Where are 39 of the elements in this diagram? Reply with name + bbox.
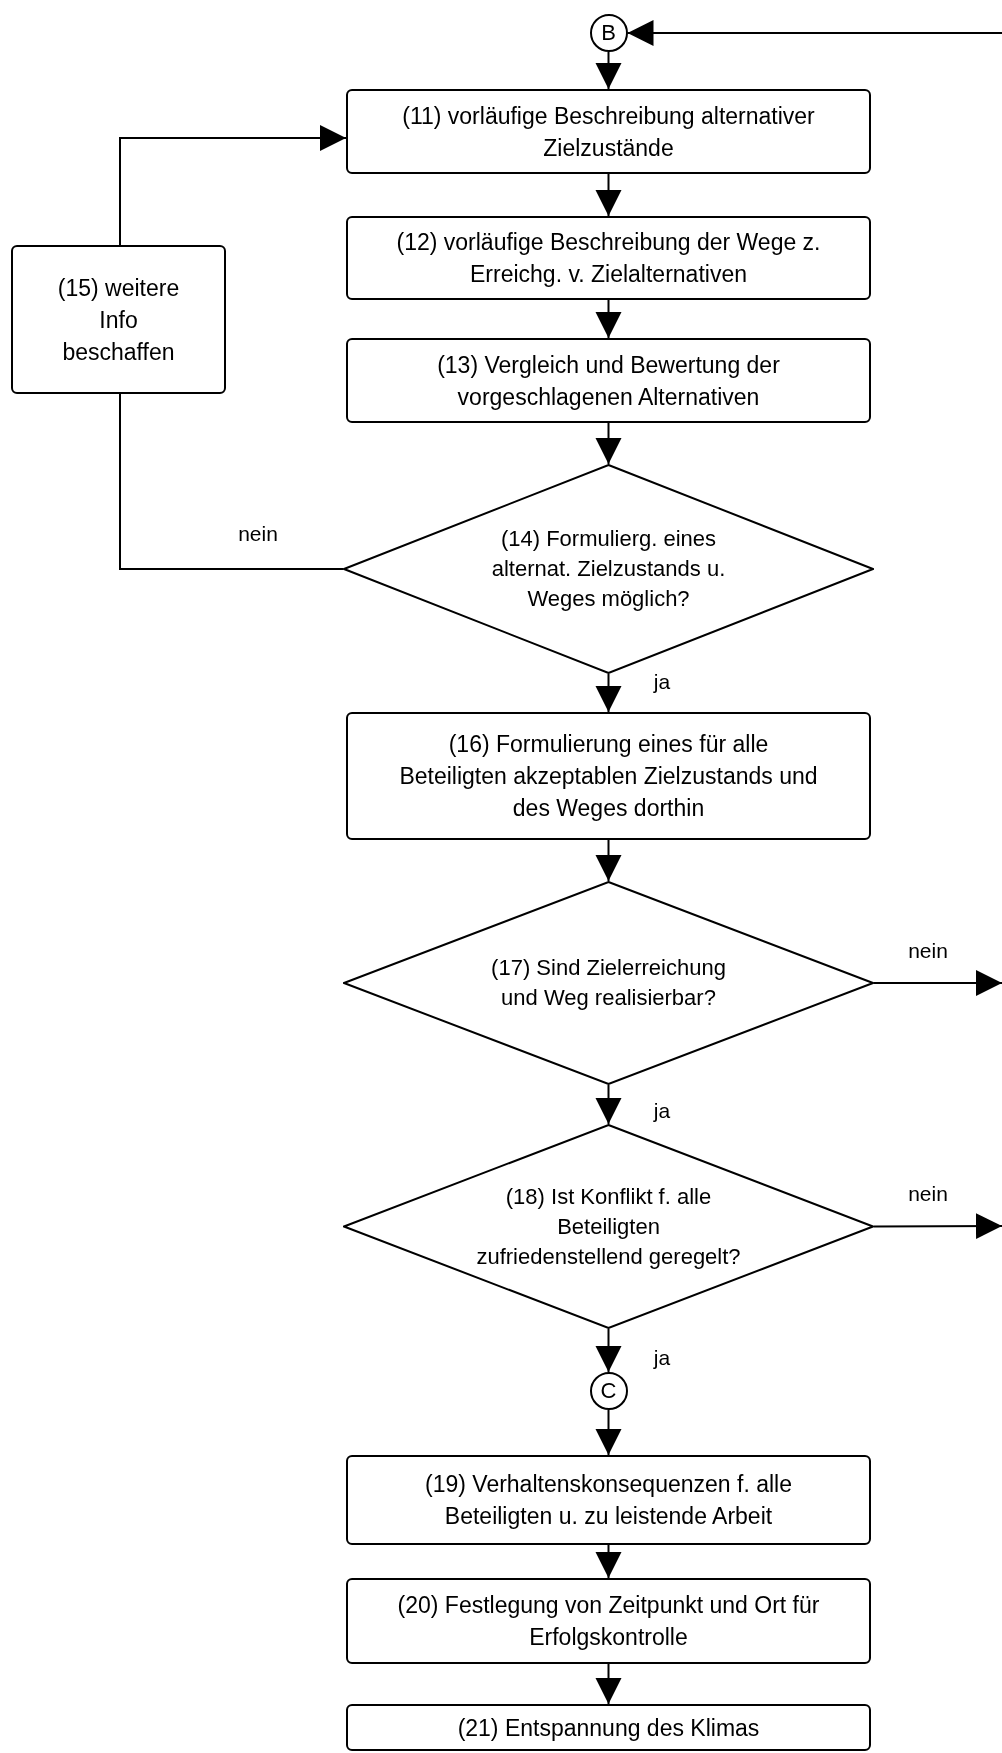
process-box: [11, 245, 226, 394]
process-box: [346, 338, 871, 423]
process-text: (16) Formulierung eines für alle Beteiligten akzeptablen Zielzustands und des Weges dorthin: [398, 730, 819, 823]
decision-text: (14) Formulierg. eines alternat. Zielzustands u. Weges möglich?: [490, 525, 727, 613]
process-text: (15) weitere Info beschaffen: [56, 273, 181, 367]
process-text: (20) Festlegung von Zeitpunkt und Ort für Erfolgskontrolle: [396, 1591, 821, 1652]
arrow: [595, 299, 622, 339]
arrow: [595, 422, 622, 465]
decision-text: (18) Ist Konflikt f. alle Beteiligten zufriedenstellend geregelt?: [475, 1182, 742, 1271]
process-box: [346, 216, 871, 300]
process-text: (13) Vergleich und Bewertung der vorgeschlagenen Alternativen: [436, 350, 781, 412]
arrow: [595, 1409, 622, 1456]
arrow: [595, 173, 622, 217]
arrow: [595, 839, 622, 882]
arrow: [873, 970, 1002, 996]
arrow: [595, 1544, 622, 1579]
arrow: [595, 673, 622, 713]
process-text: (21) Entspannung des Klimas: [457, 1713, 760, 1743]
process-box: [346, 712, 871, 840]
decision-diamond: [343, 1124, 874, 1329]
arrow: [119, 125, 347, 246]
arrow: [595, 1328, 622, 1373]
process-box: [346, 89, 871, 174]
decision-diamond: [343, 464, 874, 674]
process-text: (19) Verhaltenskonsequenzen f. alle Beteiligten u. zu leistende Arbeit: [424, 1470, 793, 1531]
arrow: [595, 1663, 622, 1705]
decision-text: (17) Sind Zielerreichung und Weg realisierbar?: [490, 954, 727, 1012]
process-box: [346, 1578, 871, 1664]
connector-letter: B: [601, 22, 616, 44]
process-box: [346, 1704, 871, 1751]
process-text: (11) vorläufige Beschreibung alternativer Zielzustände: [401, 101, 816, 163]
process-box: [346, 1455, 871, 1545]
process-text: (12) vorläufige Beschreibung der Wege z. Erreichg. v. Zielalternativen: [396, 228, 821, 289]
decision-diamond: [343, 881, 874, 1085]
arrow: [595, 1084, 622, 1125]
arrow: [626, 20, 1002, 46]
arrow: [595, 51, 622, 90]
arrow: [873, 1213, 1002, 1240]
connector-letter: C: [600, 1380, 617, 1402]
